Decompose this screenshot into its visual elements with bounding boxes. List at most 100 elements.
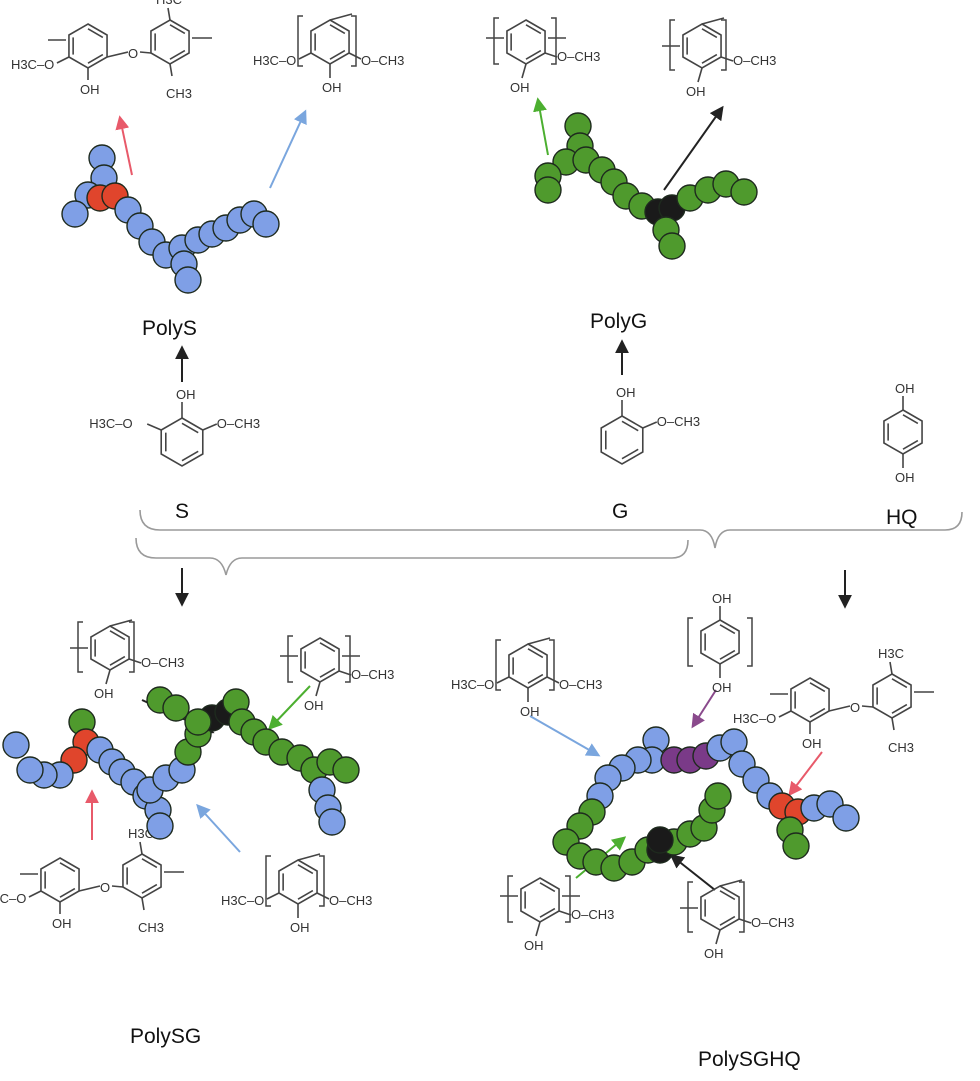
polysg-g-unit: OH O–CH3 [280,635,394,713]
polysg-chain [2,686,360,840]
methyl-label: CH3 [166,86,192,101]
hydroxyl-label: OH [94,686,114,701]
methoxy-label: O–CH3 [557,49,600,64]
methoxy-label: O–CH3 [329,893,372,908]
methyl-label: H3C [878,646,904,661]
methoxy-label: O–CH3 [351,667,394,682]
polymer-bead-chains [2,112,860,882]
polymer-bead [658,232,686,260]
benzene-ring [682,23,722,69]
benzene-ring [160,417,204,467]
hydroxyl-label: OH [510,80,530,95]
polys-chain [61,144,280,294]
benzene-ring [883,409,923,455]
methoxy-label: O–CH3 [571,907,614,922]
hydroxyl-label: OH [52,916,72,931]
benzene-ring [520,877,560,923]
hydroxyl-label: OH [802,736,822,751]
benzene-ring [600,415,644,465]
label-hq: HQ [886,506,918,529]
polysghq-hq-unit: OH OH [687,591,753,695]
benzene-ring [40,857,80,903]
polymer-bead [332,756,360,784]
methoxy-label: H3C–O [0,891,26,906]
polymer-bead [252,210,280,238]
methoxy-label: H3C–O [89,416,132,431]
hydroxyl-label: OH [712,591,732,606]
monomer-hydroquinone: OH OH [883,381,923,485]
s-unit-top: OH H3C–O O–CH3 [253,13,404,95]
ether-oxygen-label: O [850,700,860,715]
methoxy-label: H3C–O [253,53,296,68]
hydroxyl-label: OH [176,387,196,402]
methoxy-label: O–CH3 [733,53,776,68]
polymer-bead [61,200,89,228]
arrow-red-polys [115,115,133,176]
label-g: G [612,500,628,523]
polymer-bead [782,832,810,860]
hydroxyl-label: OH [895,381,915,396]
arrow-black-polysghq [669,854,716,891]
g-unit-top: OH O–CH3 [486,17,600,95]
methoxy-label: O–CH3 [751,915,794,930]
polysghq-g-branch-unit: OH O–CH3 [680,879,794,961]
methyl-label: CH3 [888,740,914,755]
methoxy-label: O–CH3 [361,53,404,68]
polymer-bead [318,808,346,836]
methoxy-label: O–CH3 [141,655,184,670]
polymer-bead [146,812,174,840]
arrow-blue-polysg [196,803,241,853]
hydroxyl-label: OH [304,698,324,713]
polyg-chain [534,112,758,260]
polysghq-chain [552,726,860,882]
arrow-green-polyg [533,97,549,156]
hydroxyl-label: OH [322,80,342,95]
hydroxyl-label: OH [686,84,706,99]
polymer-bead [174,266,202,294]
arrow-purple-polysghq [691,689,717,729]
benzene-ring [508,643,548,689]
methyl-label: CH3 [138,920,164,935]
monomer-syringol: OH H3C–O O–CH3 [89,387,260,467]
chemical-structures: OOHH3C–OH3CCH3OHH3C–OO–CH3OHO–CH3OHO–CH3… [0,0,934,961]
methoxy-label: O–CH3 [657,414,700,429]
polymer-bead [184,708,212,736]
g-branch-unit-top: OH O–CH3 [662,17,776,99]
hydroxyl-label: OH [290,920,310,935]
label-polyg: PolyG [590,310,647,333]
arrow-green-polysg [268,685,311,731]
label-polysg: PolySG [130,1025,201,1048]
hydroxyl-label: OH [712,680,732,695]
arrow-blue-polysghq [529,715,601,757]
label-polysghq: PolySGHQ [698,1048,801,1071]
hydroxyl-label: OH [704,946,724,961]
methyl-label: H3C [156,0,182,7]
polymer-bead [704,782,732,810]
brace-all-monomers [139,509,963,549]
ether-oxygen-label: O [100,880,110,895]
label-polys: PolyS [142,317,197,340]
hydroxyl-label: OH [895,470,915,485]
methoxy-label: H3C–O [11,57,54,72]
monomer-guaiacol: OHO–CH3 [600,385,700,465]
polysg-g-branch-unit: OH O–CH3 [70,619,184,701]
polymer-bead [2,731,30,759]
label-s: S [175,500,189,523]
benzene-ring [700,885,740,931]
benzene-ring [278,859,318,905]
methoxy-label: O–CH3 [559,677,602,692]
methoxy-label: H3C–O [451,677,494,692]
polymer-bead [646,826,674,854]
benzene-ring [700,619,740,665]
polysghq-g-unit: OH O–CH3 [500,875,614,953]
polymer-bead [16,756,44,784]
benzene-ring [506,19,546,65]
methoxy-label: O–CH3 [217,416,260,431]
hydroxyl-label: OH [524,938,544,953]
